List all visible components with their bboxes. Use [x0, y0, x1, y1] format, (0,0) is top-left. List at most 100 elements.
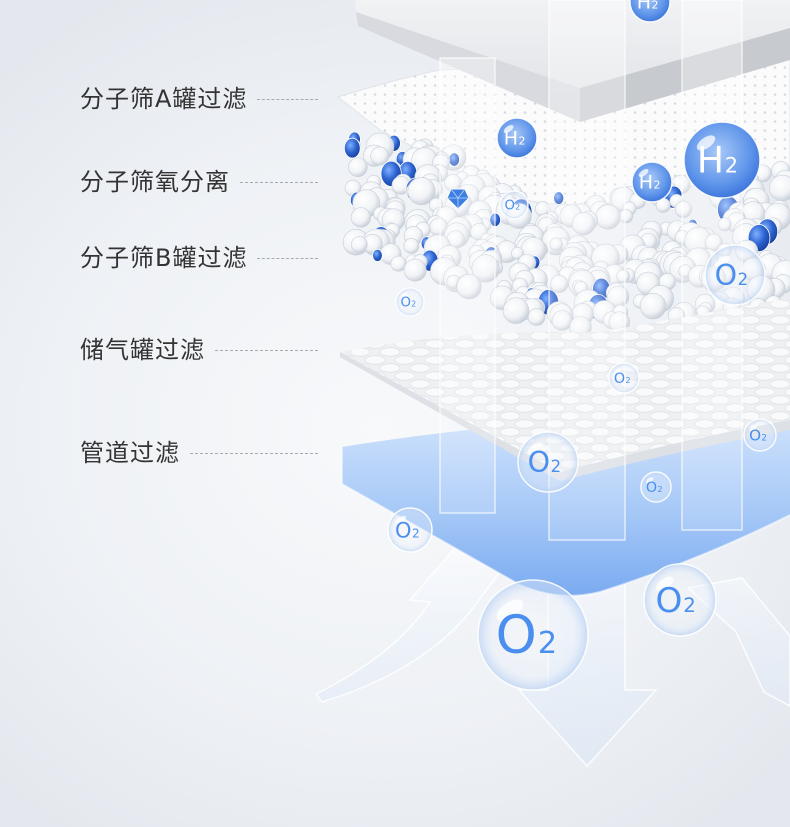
- sieve-bead: [350, 207, 372, 228]
- bubble-label-sub: 2: [738, 270, 749, 289]
- bubble-highlight: [646, 477, 654, 484]
- sieve-bead: [403, 238, 420, 254]
- bubble-label-base: O: [646, 480, 657, 496]
- sieve-bead-blue: [343, 137, 361, 159]
- bubble-label-base: O: [504, 199, 514, 214]
- sieve-bead: [370, 146, 390, 166]
- o2-bubble: O2: [477, 579, 589, 691]
- o2-label: O2: [715, 259, 749, 292]
- sieve-bead: [502, 297, 530, 324]
- o2-label: O2: [528, 446, 562, 479]
- sieve-bead: [527, 308, 546, 326]
- leader-line: [257, 98, 318, 100]
- sieve-bead-blue: [372, 248, 383, 262]
- label-sieve-tank-a: 分子筛A罐过滤: [80, 84, 318, 114]
- bubble-label-sub: 2: [518, 135, 525, 148]
- o2-bubble: O2: [640, 471, 672, 503]
- bubble-label-base: O: [496, 606, 537, 666]
- sieve-bead: [407, 177, 436, 206]
- o2-label: O2: [395, 518, 420, 542]
- leader-line: [257, 257, 318, 259]
- flow-arrow-left: [314, 547, 507, 703]
- bubble-highlight: [715, 255, 730, 268]
- bubble-label-sub: 2: [412, 526, 420, 540]
- bubble-highlight: [638, 169, 649, 177]
- o2-label: O2: [656, 581, 696, 621]
- o2-label: O2: [614, 371, 631, 387]
- h2-label: H2: [637, 0, 659, 14]
- bubble-highlight: [614, 368, 622, 375]
- bubble-label-base: O: [749, 426, 761, 444]
- bubble-label-base: O: [395, 518, 411, 542]
- o2-bubble: O2: [499, 190, 529, 220]
- h2-bubble: H2: [683, 121, 761, 199]
- o2-bubble: O2: [704, 244, 766, 306]
- o2-label: O2: [749, 426, 767, 444]
- bubble-label-base: H: [637, 0, 651, 14]
- h2-label: H2: [504, 128, 526, 150]
- sieve-bead: [350, 236, 368, 253]
- o2-bubble: O2: [517, 431, 579, 493]
- bubble-highlight: [503, 125, 514, 133]
- bubble-label-base: H: [504, 128, 518, 150]
- bubble-highlight: [528, 442, 543, 455]
- bubble-label-base: O: [400, 296, 410, 311]
- label-pipeline: 管道过滤: [80, 438, 318, 468]
- h2-label: H2: [639, 172, 661, 194]
- bubble-label-sub: 2: [683, 594, 696, 617]
- bubble-label-sub: 2: [657, 484, 662, 494]
- label-text: 储气罐过滤: [80, 336, 205, 364]
- label-oxygen-separation: 分子筛氧分离: [80, 167, 318, 197]
- bubble-label-base: H: [639, 172, 653, 194]
- h2-bubble: H2: [631, 161, 673, 203]
- sieve-bead: [511, 246, 524, 260]
- label-text: 分子筛氧分离: [80, 168, 230, 196]
- bubble-highlight: [696, 135, 716, 151]
- bubble-label-sub: 2: [515, 203, 520, 212]
- bubble-label-sub: 2: [725, 154, 738, 178]
- o2-bubble: O2: [608, 362, 640, 394]
- o2-bubble: O2: [387, 507, 433, 553]
- bubble-highlight: [395, 515, 407, 525]
- o2-label: O2: [646, 480, 663, 496]
- bubble-highlight: [496, 599, 524, 622]
- bubble-label-sub: 2: [551, 457, 562, 476]
- o2-label: O2: [400, 296, 416, 311]
- bubble-label-sub: 2: [761, 433, 767, 443]
- light-columns: [439, 0, 743, 541]
- o2-bubble: O2: [395, 287, 425, 317]
- bubble-highlight: [749, 424, 758, 431]
- bubble-label-sub: 2: [411, 300, 416, 309]
- o2-label: O2: [504, 199, 520, 214]
- o2-bubble: O2: [743, 418, 777, 452]
- h2-label: H2: [697, 140, 738, 182]
- blue-crystal-icon: [446, 188, 470, 210]
- bubble-label-sub: 2: [651, 0, 658, 12]
- o2-bubble: O2: [643, 563, 717, 637]
- bubble-highlight: [656, 576, 674, 591]
- leader-line: [190, 452, 318, 454]
- bubble-label-sub: 2: [538, 626, 557, 661]
- h2-bubble: H2: [629, 0, 671, 23]
- bubble-highlight: [504, 195, 512, 202]
- bubble-highlight: [400, 292, 408, 299]
- sieve-bead: [348, 157, 368, 178]
- bubble-label-base: H: [697, 140, 724, 182]
- sieve-bead: [403, 258, 427, 282]
- label-text: 管道过滤: [80, 439, 180, 467]
- bubble-label-base: O: [715, 259, 737, 292]
- bubble-label-sub: 2: [653, 179, 660, 192]
- bubble-label-base: O: [528, 446, 550, 479]
- label-text: 分子筛A罐过滤: [80, 85, 248, 113]
- bubble-label-sub: 2: [625, 375, 630, 385]
- h2-bubble: H2: [496, 117, 538, 159]
- label-sieve-tank-b: 分子筛B罐过滤: [80, 243, 318, 273]
- o2-label: O2: [496, 606, 557, 666]
- label-text: 分子筛B罐过滤: [80, 244, 248, 272]
- light-column: [439, 57, 496, 514]
- h2-bubble-shell: [629, 0, 671, 23]
- bubble-label-base: O: [656, 581, 683, 621]
- sieve-bead: [639, 292, 667, 320]
